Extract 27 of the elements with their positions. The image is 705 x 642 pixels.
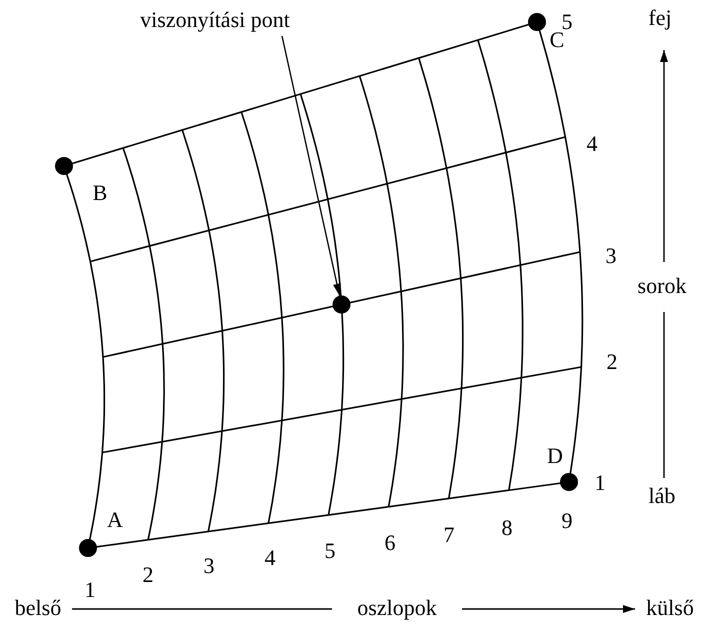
column-number: 8 — [502, 517, 512, 539]
column-number: 4 — [264, 547, 276, 569]
column-number: 9 — [562, 510, 572, 532]
axis-label: láb — [648, 485, 676, 507]
row-number: 5 — [562, 11, 572, 33]
reference-point-dot — [332, 296, 350, 314]
column-number: 6 — [384, 532, 396, 554]
row-number: 3 — [606, 245, 616, 267]
corner-letter: A — [107, 509, 123, 531]
leader-line — [281, 36, 341, 296]
axis-label: fej — [648, 7, 672, 29]
column-number: 5 — [324, 540, 336, 562]
row-number: 4 — [586, 133, 598, 155]
row-number: 2 — [606, 351, 618, 373]
corner-letter: D — [547, 445, 563, 467]
column-number: 3 — [204, 555, 214, 577]
column-number: 7 — [444, 524, 454, 546]
corner-letter: C — [550, 29, 564, 51]
axis-label: oszlopok — [357, 597, 437, 619]
column-number: 1 — [84, 579, 96, 601]
axis-label: külső — [646, 597, 694, 619]
corner-letter: B — [92, 182, 108, 204]
row-number: 1 — [594, 472, 606, 494]
column-number: 2 — [142, 564, 154, 586]
axis-label: belső — [14, 597, 62, 619]
axis-label: sorok — [638, 275, 686, 297]
callout-text: viszonyítási pont — [140, 9, 290, 31]
